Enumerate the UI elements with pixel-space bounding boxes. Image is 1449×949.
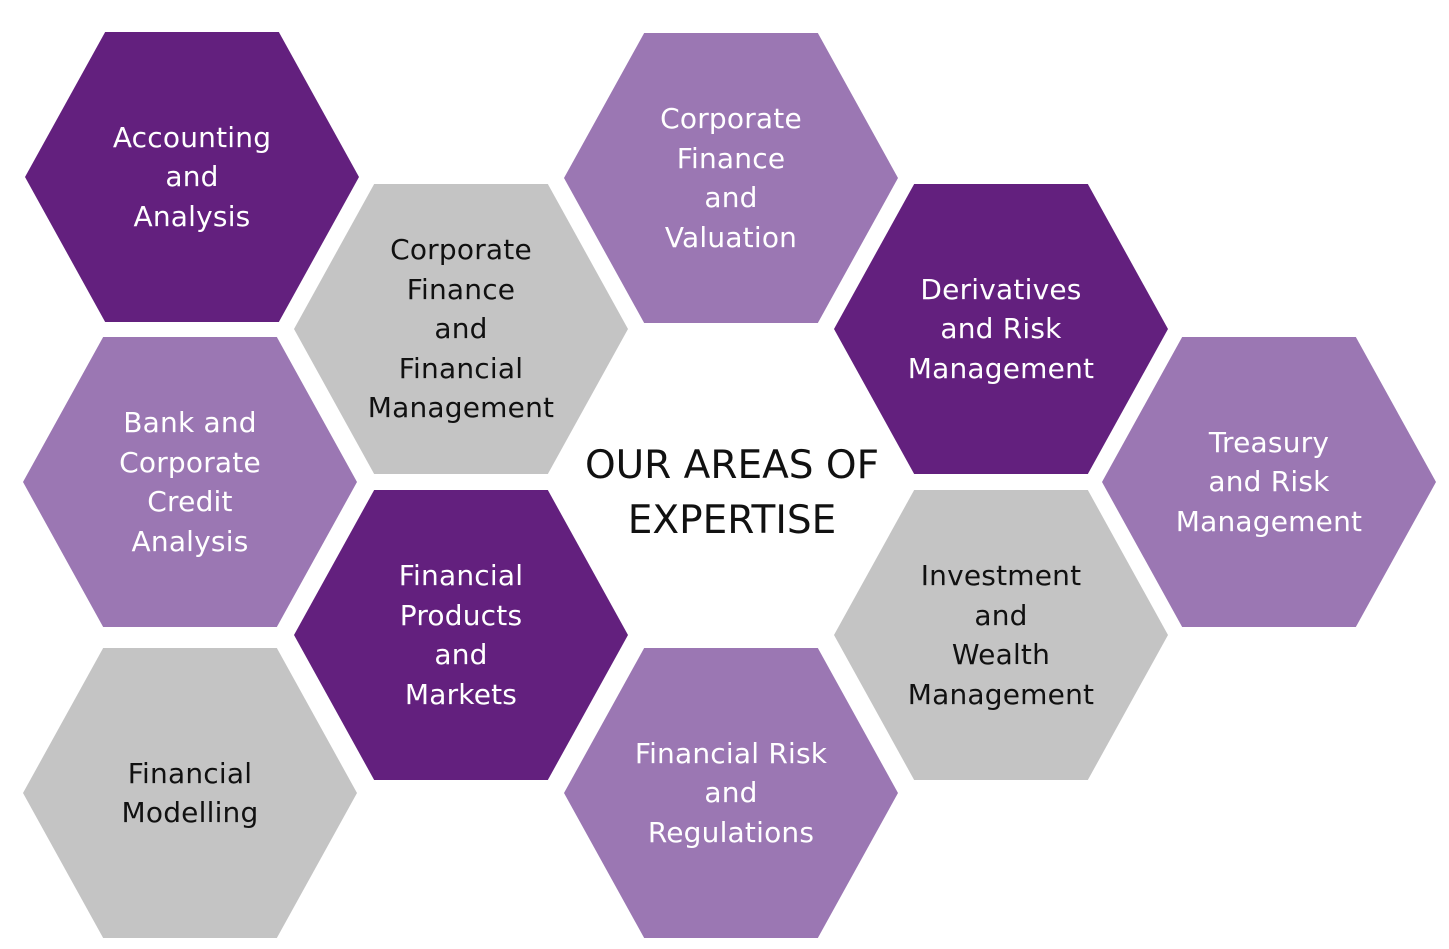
- hex-label: Bank and Corporate Credit Analysis: [119, 406, 261, 558]
- hex-investment-and-wealth-management: Investment and Wealth Management: [834, 490, 1168, 780]
- hex-treasury-and-risk-management: Treasury and Risk Management: [1102, 337, 1436, 627]
- hex-label: Financial Modelling: [121, 756, 259, 830]
- hex-label: Derivatives and Risk Management: [907, 272, 1095, 385]
- hex-financial-modelling: Financial Modelling: [23, 648, 357, 938]
- hex-financial-products-and-markets: Financial Products and Markets: [294, 490, 628, 780]
- hex-corporate-finance-and-valuation: Corporate Finance and Valuation: [564, 33, 898, 323]
- hex-financial-risk-and-regulations: Financial Risk and Regulations: [564, 648, 898, 938]
- hex-label: Financial Risk and Regulations: [634, 736, 828, 849]
- hex-label: Investment and Wealth Management: [907, 559, 1095, 711]
- hex-label: Corporate Finance and Valuation: [660, 102, 802, 254]
- hex-label: Accounting and Analysis: [112, 120, 272, 233]
- diagram-title: OUR AREAS OF EXPERTISE: [584, 443, 880, 543]
- hex-corporate-finance-and-financial-management: Corporate Finance and Financial Manageme…: [294, 184, 628, 474]
- hex-label: Corporate Finance and Financial Manageme…: [367, 233, 555, 425]
- hex-accounting-and-analysis: Accounting and Analysis: [25, 32, 359, 322]
- hex-bank-and-corporate-credit-analysis: Bank and Corporate Credit Analysis: [23, 337, 357, 627]
- hex-label: Financial Products and Markets: [398, 559, 524, 711]
- hex-label: Treasury and Risk Management: [1175, 425, 1363, 538]
- hex-derivatives-and-risk-management: Derivatives and Risk Management: [834, 184, 1168, 474]
